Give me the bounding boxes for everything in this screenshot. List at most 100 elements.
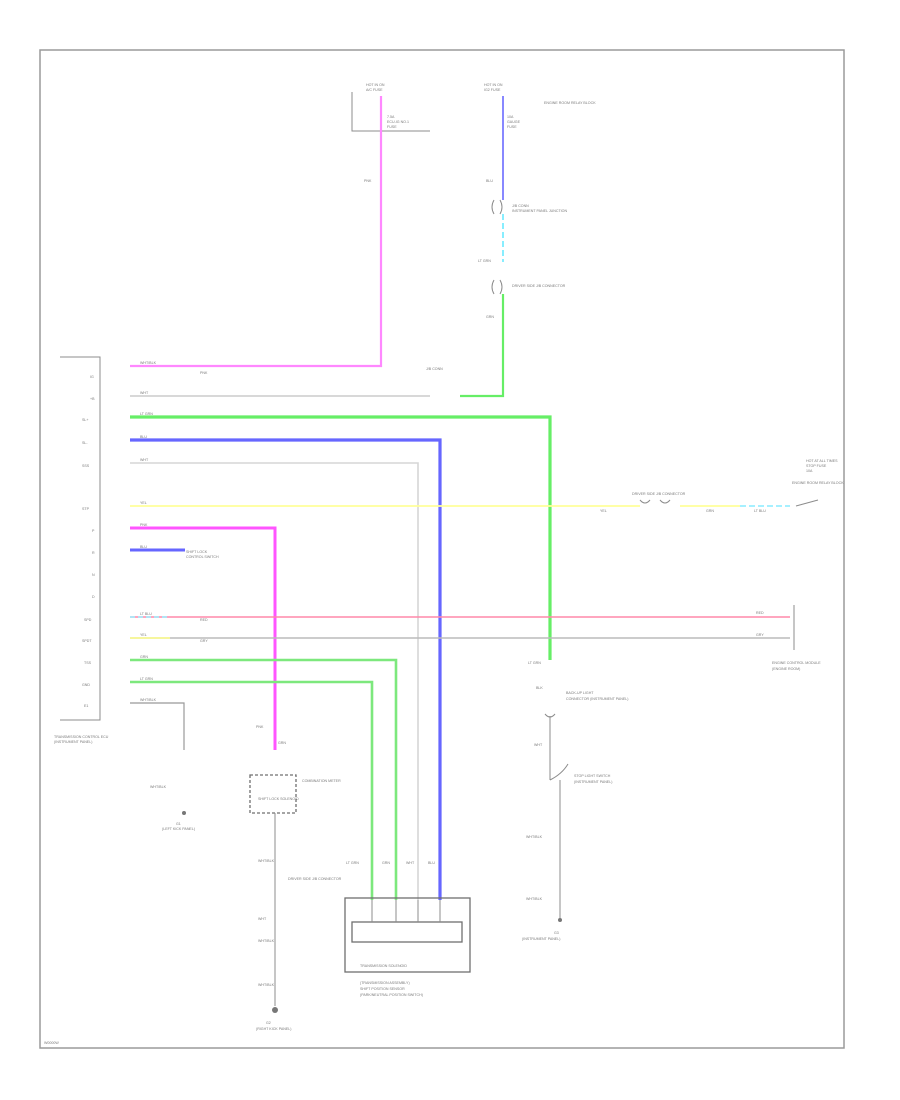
backup-wire-wb-2: WHT/BLK bbox=[526, 897, 543, 901]
wire-label-r: BLU bbox=[140, 545, 147, 549]
wire-pink-ig bbox=[130, 96, 383, 368]
wire-label-tss: GRN bbox=[140, 655, 148, 659]
jb-conn-2: DRIVER SIDE J/B CONNECTOR bbox=[512, 284, 566, 288]
pin-p: P bbox=[92, 529, 95, 533]
fuse1-rating: 7.5A bbox=[387, 115, 395, 119]
fuse2-name: GAUGE bbox=[507, 120, 521, 124]
trans-wire-4: BLU bbox=[428, 861, 435, 865]
wire-label-b: WHT bbox=[140, 391, 149, 395]
cluster-label: COMBINATION METER bbox=[302, 779, 341, 783]
right-fuse: STOP FUSE bbox=[806, 464, 827, 468]
fuse2-title: HOT IN ON bbox=[484, 83, 503, 87]
wire-label-ltgrn-top: LT GRN bbox=[478, 259, 491, 263]
trans-note-3: SHIFT POSITION SENSOR bbox=[360, 987, 405, 991]
fuse2-rating: 10A bbox=[507, 115, 514, 119]
shift-lock-label: SHIFT LOCK bbox=[186, 550, 208, 554]
wire-magenta-p bbox=[130, 526, 277, 750]
footer-code: W0000W bbox=[44, 1041, 59, 1045]
solenoid-note: DRIVER SIDE J/B CONNECTOR bbox=[288, 877, 342, 881]
trans-note-4: (PARK/NEUTRAL POSITION SWITCH) bbox=[360, 993, 423, 997]
engine-control-module: RED GRY ENGINE CONTROL MODULE (ENGINE RO… bbox=[756, 605, 821, 671]
ground-g1-label: G1 bbox=[176, 822, 181, 826]
pin-slp: SL+ bbox=[82, 418, 89, 422]
wire-gray-e1 bbox=[130, 702, 185, 750]
transmission-solenoid: LT GRN GRN WHT BLU TRANSMISSION SOLENOID… bbox=[344, 861, 471, 997]
fuse2-sub: IG2 FUSE bbox=[484, 88, 501, 92]
ecm-wire-gry: GRY bbox=[756, 633, 764, 637]
wire-green-fuse2 bbox=[460, 294, 505, 398]
pin-d: D bbox=[92, 595, 95, 599]
solenoid-label: SHIFT LOCK SOLENOID bbox=[258, 797, 299, 801]
ground-g3-note: (INSTRUMENT PANEL) bbox=[522, 937, 560, 941]
solenoid-conn: GRN bbox=[278, 741, 286, 745]
fuse1-fuse: FUSE bbox=[387, 125, 397, 129]
stop-light-circuit: DRIVER SIDE J/B CONNECTOR YEL GRN LT BLU… bbox=[600, 459, 844, 513]
ground-g3-label: G3 bbox=[554, 931, 559, 935]
stop-switch-arm bbox=[549, 763, 569, 781]
pin-sss: SSS bbox=[82, 464, 90, 468]
trans-label: TRANSMISSION SOLENOID bbox=[360, 964, 407, 968]
right-wire-ltblu: LT BLU bbox=[754, 509, 766, 513]
ecm-wire-red: RED bbox=[756, 611, 764, 615]
pin-b: +B bbox=[90, 397, 95, 401]
fuse1-title: HOT IN ON bbox=[366, 83, 385, 87]
wire-label-slm: BLU bbox=[140, 435, 147, 439]
backup-wire-wb: WHT/BLK bbox=[526, 835, 543, 839]
shift-lock-note: CONTROL SWITCH bbox=[186, 555, 219, 559]
fuse2-fuse: FUSE bbox=[507, 125, 517, 129]
fuse-group-left: HOT IN ON A/C FUSE 7.5A ECU-IG NO.1 FUSE… bbox=[351, 83, 430, 183]
right-hot: HOT AT ALL TIMES bbox=[806, 459, 838, 463]
backup-light-circuit: LT GRN BLK BACK-UP LIGHT CONNECTOR (INST… bbox=[522, 661, 629, 941]
pin-slm: SL- bbox=[82, 441, 88, 445]
wire-label-spdt: YEL bbox=[140, 633, 147, 637]
wire-label-spd-2: RED bbox=[200, 618, 208, 622]
backup-wire-ltgrn: LT GRN bbox=[528, 661, 541, 665]
ground-g2-note: (RIGHT KICK PANEL) bbox=[256, 1027, 291, 1031]
ecu-note: (INSTRUMENT PANEL) bbox=[54, 740, 92, 744]
pin-spdt: SPDT bbox=[82, 639, 92, 643]
right-rating: 10A bbox=[806, 469, 813, 473]
stop-sw-title: STOP LIGHT SWITCH bbox=[574, 774, 611, 778]
jb-conn-mid: J/B CONN bbox=[426, 367, 443, 371]
wire-label-e1: WHT/BLK bbox=[140, 698, 157, 702]
trans-wire-2: GRN bbox=[382, 861, 390, 865]
wire-label-ig: WHT/BLK bbox=[140, 361, 157, 365]
wire-label-grn-top: GRN bbox=[486, 315, 494, 319]
right-wire-grn: GRN bbox=[706, 509, 714, 513]
wire-green-slp bbox=[130, 415, 552, 660]
fuse1-name: ECU-IG NO.1 bbox=[387, 120, 409, 124]
solenoid-wire-5: WHT/BLK bbox=[258, 983, 275, 987]
wire-label-gnd: LT GRN bbox=[140, 677, 153, 681]
solenoid-wire: PNK bbox=[256, 725, 264, 729]
ground-g1-wire: WHT/BLK bbox=[150, 785, 167, 789]
pin-r: R bbox=[92, 551, 95, 555]
wire-label-spd: LT BLU bbox=[140, 612, 152, 616]
solenoid-wire-2: WHT/BLK bbox=[258, 859, 275, 863]
pin-gnd: GND bbox=[82, 683, 90, 687]
backup-note-1: BACK-UP LIGHT bbox=[566, 691, 594, 695]
solenoid-wire-4: WHT/BLK bbox=[258, 939, 275, 943]
pin-tss: TSS bbox=[84, 661, 92, 665]
right-jb: DRIVER SIDE J/B CONNECTOR bbox=[632, 492, 686, 496]
stop-sw-note: (INSTRUMENT PANEL) bbox=[574, 780, 612, 784]
wire-green-gnd bbox=[130, 680, 374, 900]
wire-gray-sss bbox=[130, 462, 419, 900]
right-block: ENGINE ROOM RELAY BLOCK bbox=[792, 481, 844, 485]
diagram-frame bbox=[39, 49, 845, 1049]
trans-note-2: (TRANSMISSION ASSEMBLY) bbox=[360, 981, 410, 985]
jb-conn-1-note: INSTRUMENT PANEL JUNCTION bbox=[512, 209, 567, 213]
ecu-title: TRANSMISSION CONTROL ECU bbox=[54, 735, 109, 739]
connector-symbol-1 bbox=[491, 199, 503, 215]
jb-conn-1: J/B CONN bbox=[512, 204, 529, 208]
wire-label-top-blu: BLU bbox=[486, 179, 493, 183]
pin-e: E1 bbox=[84, 704, 88, 708]
right-wire-yel: YEL bbox=[600, 509, 607, 513]
wire-label-spdt-2: GRY bbox=[200, 639, 208, 643]
wire-label-stp: YEL bbox=[140, 501, 147, 505]
wire-label-ig-2: PNK bbox=[200, 371, 208, 375]
shift-lock-solenoid: PNK GRN SHIFT LOCK SOLENOID COMBINATION … bbox=[249, 725, 342, 1031]
wire-label-top-pnk: PNK bbox=[364, 179, 372, 183]
connector-symbol-2 bbox=[491, 279, 503, 295]
backup-wire-blk: BLK bbox=[536, 686, 543, 690]
